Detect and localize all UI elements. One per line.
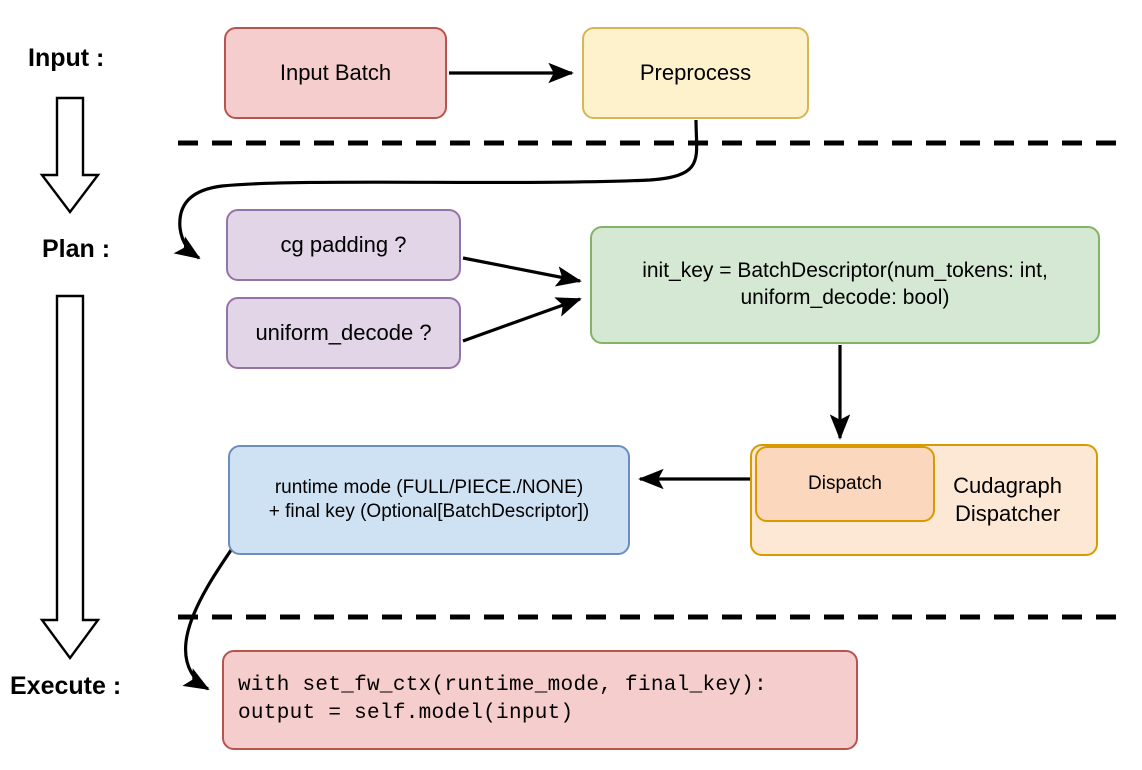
node-cg-padding[interactable]: cg padding ? [226, 209, 461, 281]
node-init-key[interactable]: init_key = BatchDescriptor(num_tokens: i… [590, 226, 1100, 344]
stage-label-plan: Plan : [42, 235, 111, 263]
node-init-key-label: init_key = BatchDescriptor(num_tokens: i… [642, 259, 1048, 309]
stage-arrow-input-plan [39, 96, 101, 214]
stage-label-execute: Execute : [10, 672, 122, 700]
node-preprocess[interactable]: Preprocess [582, 27, 809, 119]
edge-uniform-decode-to-init-key [462, 297, 582, 343]
stage-label-input: Input : [28, 44, 105, 72]
node-dispatch[interactable]: Dispatch [755, 446, 935, 522]
node-execute-code-label: with set_fw_ctx(runtime_mode, final_key)… [238, 673, 767, 725]
edge-cg-padding-to-init-key [462, 256, 582, 287]
node-execute-code[interactable]: with set_fw_ctx(runtime_mode, final_key)… [222, 650, 858, 750]
node-preprocess-label: Preprocess [639, 59, 752, 85]
node-input-batch-label: Input Batch [279, 59, 392, 85]
node-uniform-decode[interactable]: uniform_decode ? [226, 297, 461, 369]
node-cudagraph-dispatcher-label: Cudagraph Dispatcher [953, 472, 1062, 526]
node-dispatch-label: Dispatch [808, 472, 882, 494]
node-runtime-mode[interactable]: runtime mode (FULL/PIECE./NONE) + final … [228, 445, 630, 555]
stage-arrow-plan-execute [39, 294, 101, 661]
node-cg-padding-label: cg padding ? [280, 231, 407, 257]
node-uniform-decode-label: uniform_decode ? [255, 319, 432, 345]
node-input-batch[interactable]: Input Batch [224, 27, 447, 119]
node-runtime-mode-label: runtime mode (FULL/PIECE./NONE) + final … [268, 476, 590, 522]
